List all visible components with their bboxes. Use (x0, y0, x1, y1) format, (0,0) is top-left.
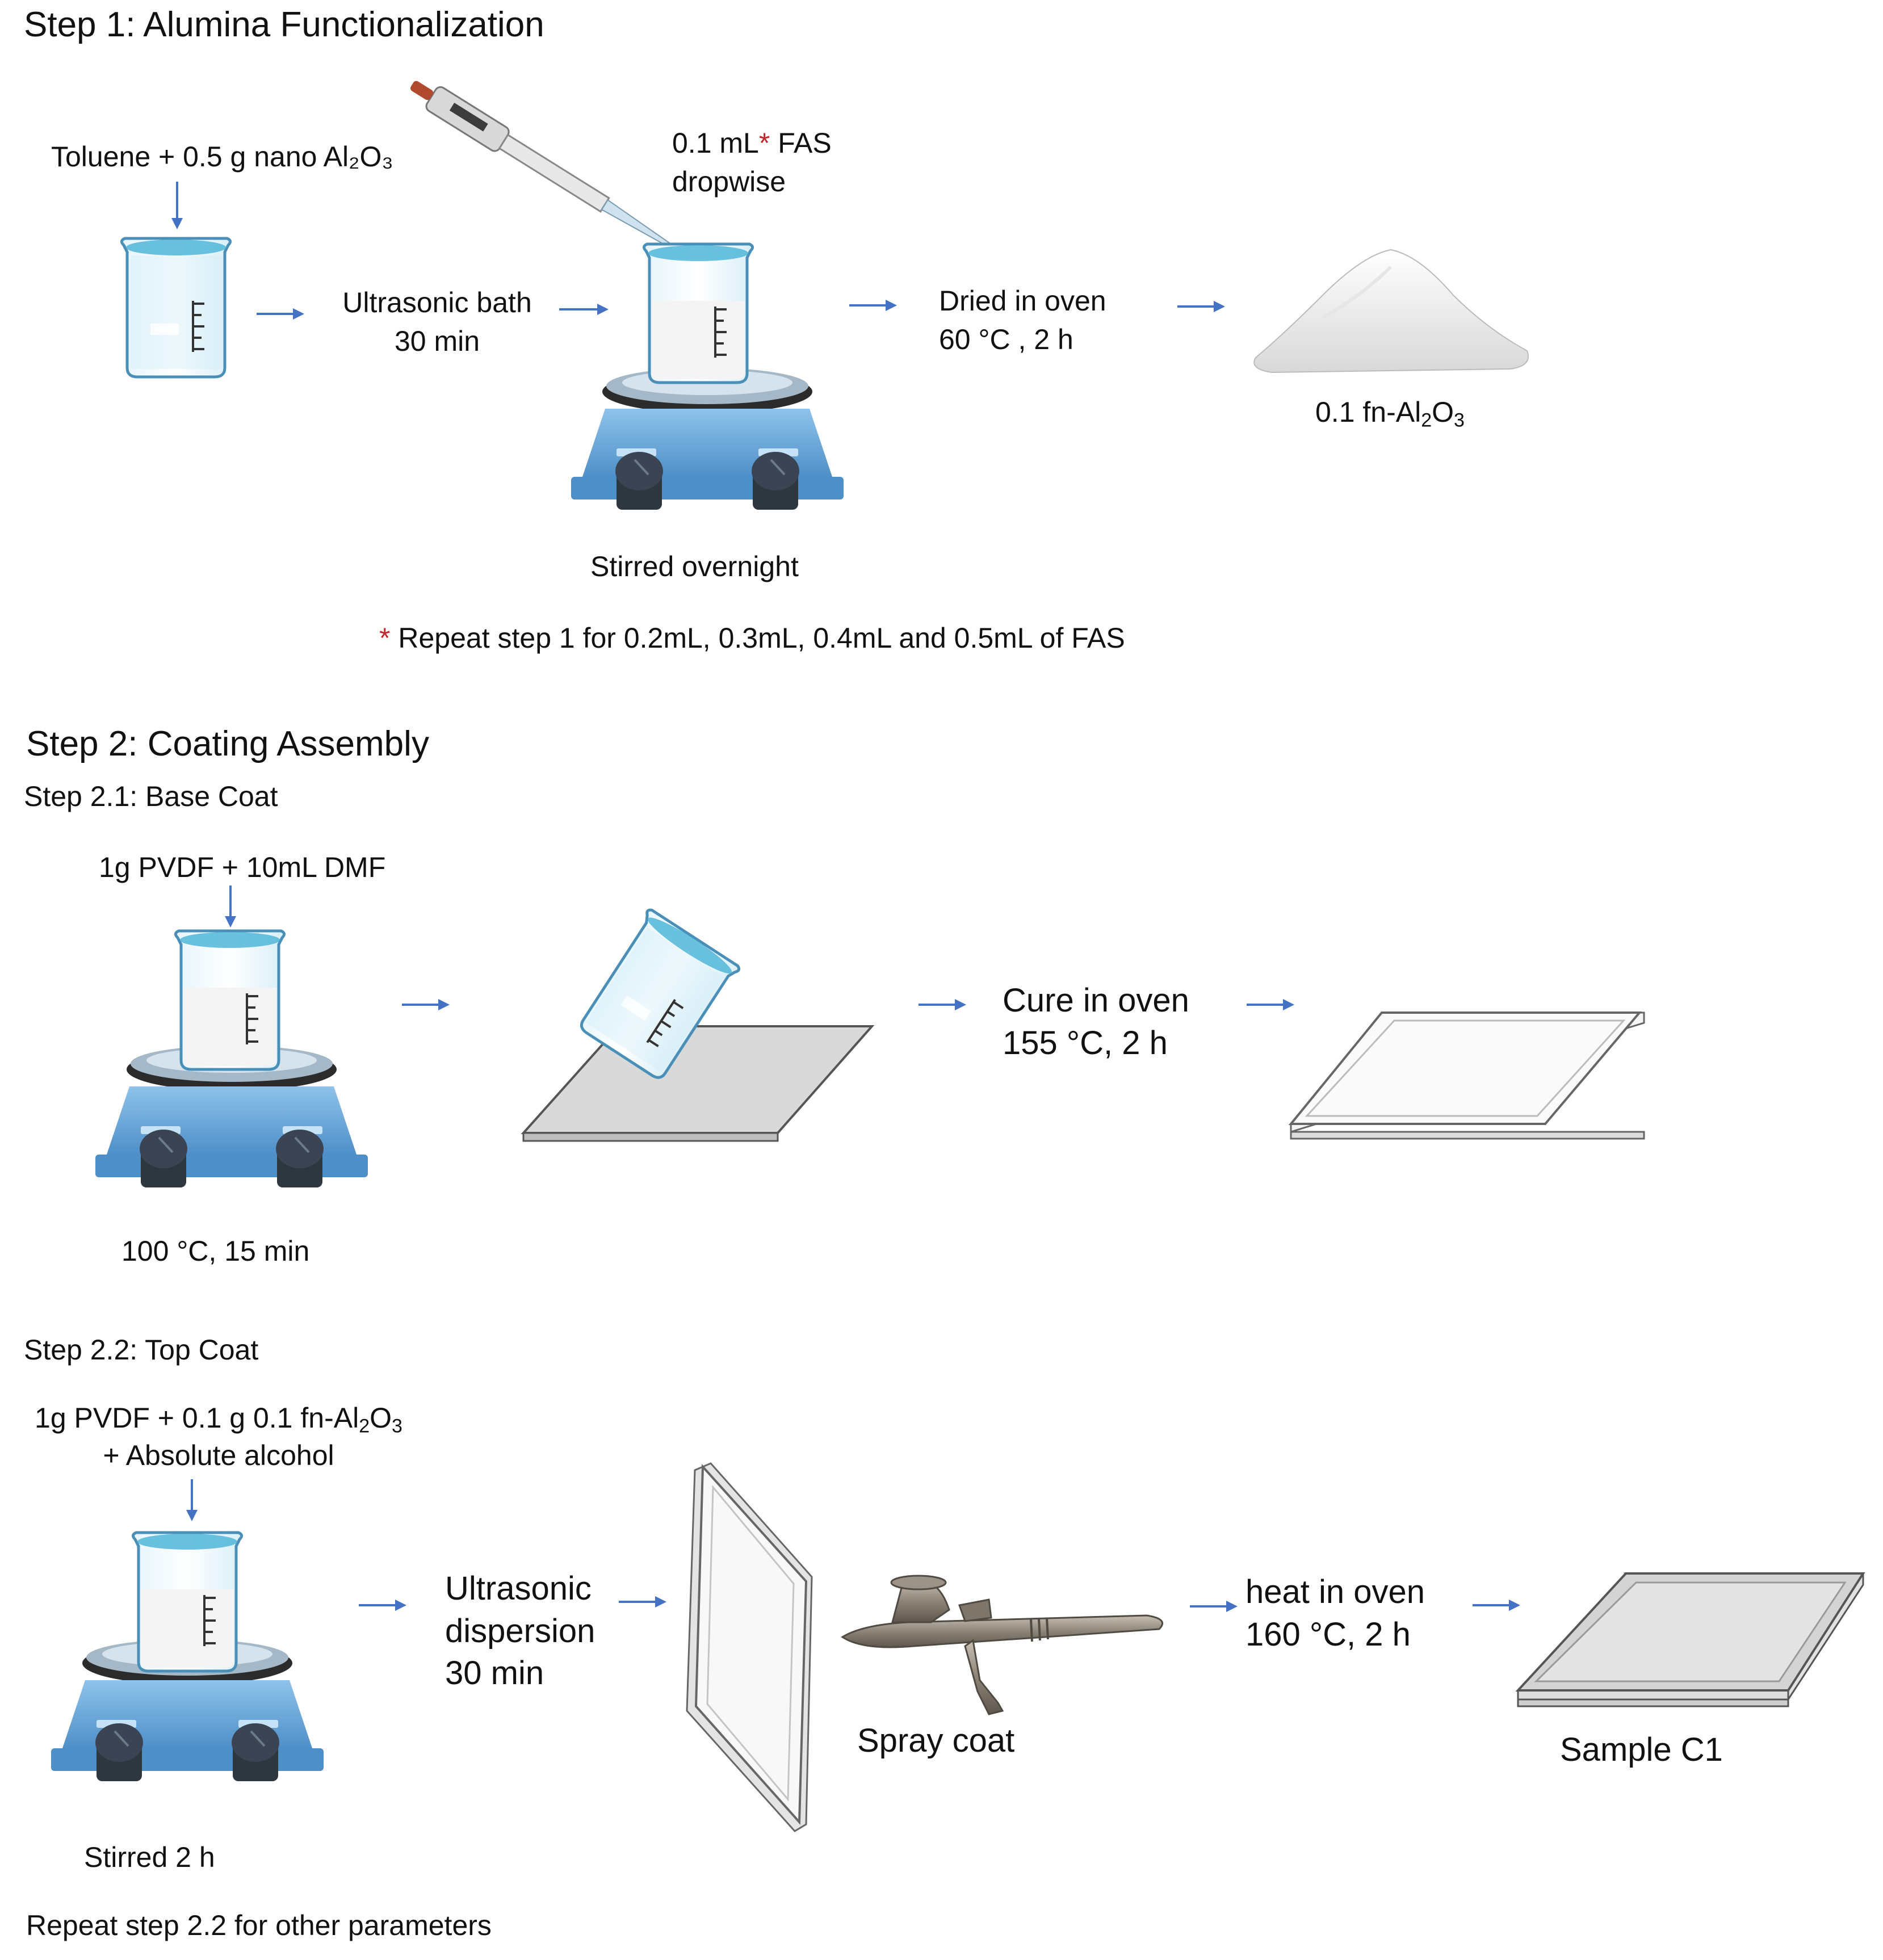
oven-line-2: 60 °C , 2 h (939, 323, 1073, 355)
step1-oven-label: Dried in oven 60 °C , 2 h (939, 285, 1106, 356)
top-ultrasonic-line-3: 30 min (445, 1655, 544, 1692)
base-stir-label: 100 °C, 15 min (121, 1235, 310, 1267)
oven-line-1: Dried in oven (939, 285, 1106, 317)
product-sub-2: 3 (1454, 409, 1465, 431)
top-input-prefix: 1g PVDF + 0.1 g 0.1 fn-Al (35, 1402, 359, 1434)
beaker-icon (133, 1533, 241, 1671)
ultrasonic-line-2: 30 min (394, 325, 480, 357)
step1-title: Step 1: Alumina Functionalization (24, 5, 544, 44)
coated-plate-icon (1288, 1012, 1645, 1140)
pipette-icon (410, 81, 674, 249)
spray-gun-icon (841, 1575, 1163, 1715)
beaker-icon (644, 244, 752, 383)
top-ultrasonic-label: Ultrasonic dispersion 30 min (445, 1570, 595, 1693)
cure-label: Cure in oven 155 °C, 2 h (1003, 982, 1189, 1062)
ultrasonic-line-1: Ultrasonic bath (342, 287, 532, 318)
substrate-plate-icon (521, 1025, 875, 1142)
sample-plate-icon (1515, 1572, 1865, 1707)
fas-dropwise: dropwise (672, 165, 786, 198)
step1-note: * Repeat step 1 for 0.2mL, 0.3mL, 0.4mL … (379, 622, 1125, 655)
product-label: 0.1 fn-Al2O3 (1315, 396, 1465, 431)
top-stir-label: Stirred 2 h (84, 1841, 215, 1873)
top-input-label: 1g PVDF + 0.1 g 0.1 fn-Al2O3 + Absolute … (23, 1402, 414, 1472)
product-sub-1: 2 (1421, 409, 1432, 431)
base-coat-title: Step 2.1: Base Coat (24, 780, 278, 812)
step2-title: Step 2: Coating Assembly (26, 724, 429, 763)
cure-line-2: 155 °C, 2 h (1003, 1024, 1168, 1061)
base-input-label: 1g PVDF + 10mL DMF (99, 851, 386, 883)
sample-label: Sample C1 (1560, 1731, 1723, 1768)
note-text: Repeat step 1 for 0.2mL, 0.3mL, 0.4mL an… (398, 622, 1125, 654)
product-prefix: 0.1 fn-Al (1315, 396, 1421, 428)
cure-line-1: Cure in oven (1003, 982, 1189, 1019)
top-input-mid: O (370, 1402, 392, 1434)
vertical-plate-icon (686, 1462, 813, 1832)
step1-ultrasonic-label: Ultrasonic bath 30 min (335, 287, 539, 358)
heat-label: heat in oven 160 °C, 2 h (1245, 1573, 1425, 1653)
spray-label: Spray coat (857, 1722, 1015, 1759)
top-ultrasonic-line-2: dispersion (445, 1612, 595, 1650)
fas-suffix: FAS (770, 127, 832, 159)
step1-stir-label: Stirred overnight (590, 551, 799, 582)
product-mid: O (1432, 396, 1454, 428)
top-ultrasonic-line-1: Ultrasonic (445, 1570, 592, 1607)
heat-line-2: 160 °C, 2 h (1245, 1615, 1411, 1653)
beaker-icon (121, 238, 230, 377)
note-asterisk: * (379, 622, 391, 654)
beaker-icon (175, 931, 284, 1069)
heat-line-1: heat in oven (1245, 1573, 1425, 1610)
fas-asterisk: * (758, 127, 770, 159)
fas-amount: 0.1 mL (672, 127, 759, 159)
powder-icon (1253, 249, 1529, 373)
fas-label: 0.1 mL* FAS dropwise (672, 127, 832, 198)
top-input-sub-2: 3 (392, 1415, 402, 1437)
stirrer-icon (570, 367, 845, 511)
top-input-sub-1: 2 (359, 1415, 370, 1437)
step1-input-label: Toluene + 0.5 g nano Al₂O₃ (51, 141, 393, 173)
top-note: Repeat step 2.2 for other parameters (26, 1909, 492, 1941)
top-input-line-2: + Absolute alcohol (103, 1439, 334, 1471)
top-coat-title: Step 2.2: Top Coat (24, 1334, 259, 1366)
